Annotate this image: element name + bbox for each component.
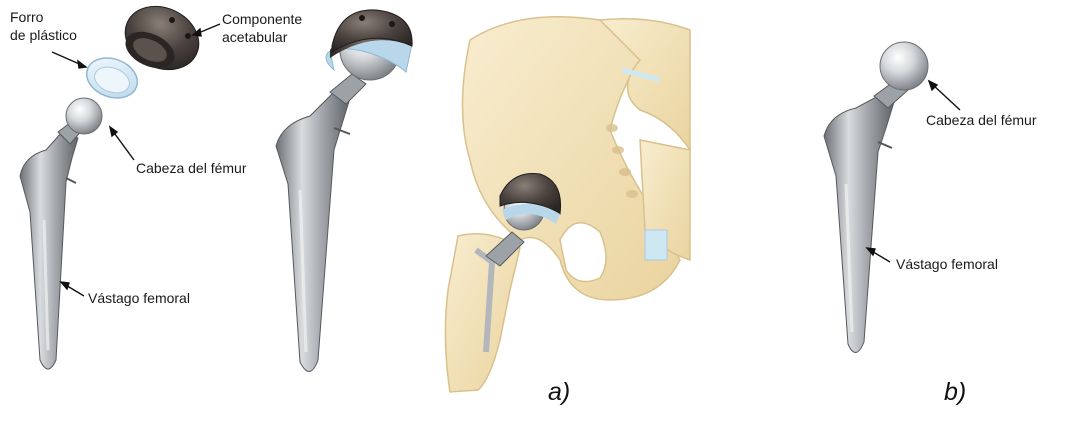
femoral-stem-b (824, 96, 894, 353)
label-femoral-head-a: Cabeza del fémur (136, 160, 247, 176)
panel-label-b: b) (944, 378, 966, 407)
label-plastic-liner: Forro de plástico (10, 8, 77, 44)
label-femoral-head-b: Cabeza del fémur (926, 112, 1037, 128)
femoral-stem-a (20, 132, 78, 369)
assembled-prosthesis (276, 10, 412, 372)
femoral-stem-assembled (276, 92, 350, 372)
label-femoral-stem-a: Vástago femoral (88, 290, 190, 306)
femoral-component-b (824, 42, 960, 353)
label-acetabular-component: Componente acetabular (222, 10, 302, 46)
femoral-head-a (66, 98, 102, 134)
femoral-head-b (880, 42, 928, 90)
exploded-prosthesis (20, 0, 220, 369)
label-femoral-stem-b: Vástago femoral (896, 256, 998, 272)
plastic-liner (81, 51, 143, 104)
hip-anatomy (445, 17, 690, 392)
panel-label-a: a) (548, 378, 570, 407)
